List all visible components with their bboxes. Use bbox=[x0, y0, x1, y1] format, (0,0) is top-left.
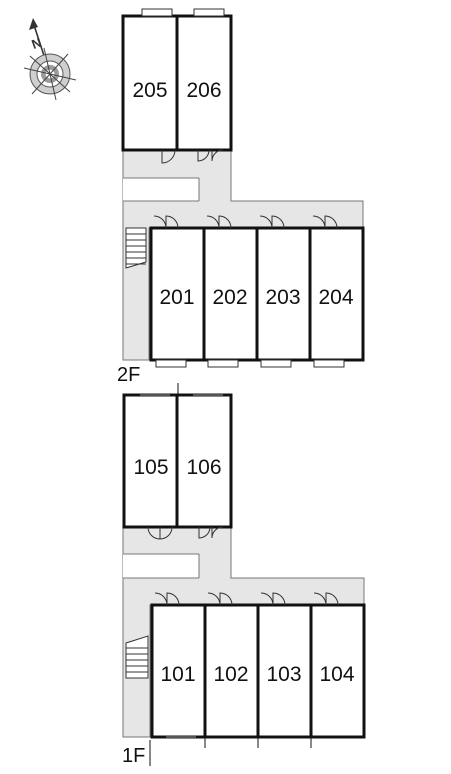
floor-1f: 105 106 101 102 103 104 bbox=[122, 393, 366, 767]
compass-north-label: N bbox=[30, 35, 44, 52]
room-label: 206 bbox=[186, 79, 221, 102]
window bbox=[207, 359, 239, 368]
door-icon bbox=[153, 215, 338, 229]
room-label: 106 bbox=[186, 456, 221, 479]
window bbox=[155, 359, 187, 368]
room-label: 205 bbox=[132, 79, 167, 102]
room-206 bbox=[175, 14, 233, 152]
floor-2f: 205 206 201 202 203 204 bbox=[117, 8, 365, 394]
window bbox=[313, 359, 345, 368]
window-206 bbox=[193, 8, 225, 17]
room-label: 102 bbox=[213, 663, 248, 686]
room-label: 204 bbox=[318, 286, 353, 309]
room-label: 105 bbox=[133, 456, 168, 479]
door-icon bbox=[154, 592, 339, 606]
window-205 bbox=[141, 8, 173, 17]
room-205 bbox=[121, 14, 179, 152]
room-104 bbox=[309, 603, 366, 739]
window bbox=[260, 359, 292, 368]
room-label: 202 bbox=[212, 286, 247, 309]
door-icon bbox=[161, 149, 224, 164]
compass-icon: N bbox=[23, 18, 77, 101]
floor-label-1f: 1F bbox=[122, 745, 145, 767]
staircase-1f bbox=[125, 635, 149, 679]
room-204 bbox=[308, 226, 365, 362]
room-label: 201 bbox=[159, 286, 194, 309]
door-icon bbox=[147, 526, 224, 540]
staircase-2f bbox=[125, 227, 147, 269]
room-106 bbox=[175, 393, 233, 529]
room-label: 103 bbox=[266, 663, 301, 686]
floor-label-2f: 2F bbox=[117, 364, 140, 386]
room-label: 101 bbox=[160, 663, 195, 686]
room-label: 203 bbox=[265, 286, 300, 309]
room-label: 104 bbox=[319, 663, 354, 686]
